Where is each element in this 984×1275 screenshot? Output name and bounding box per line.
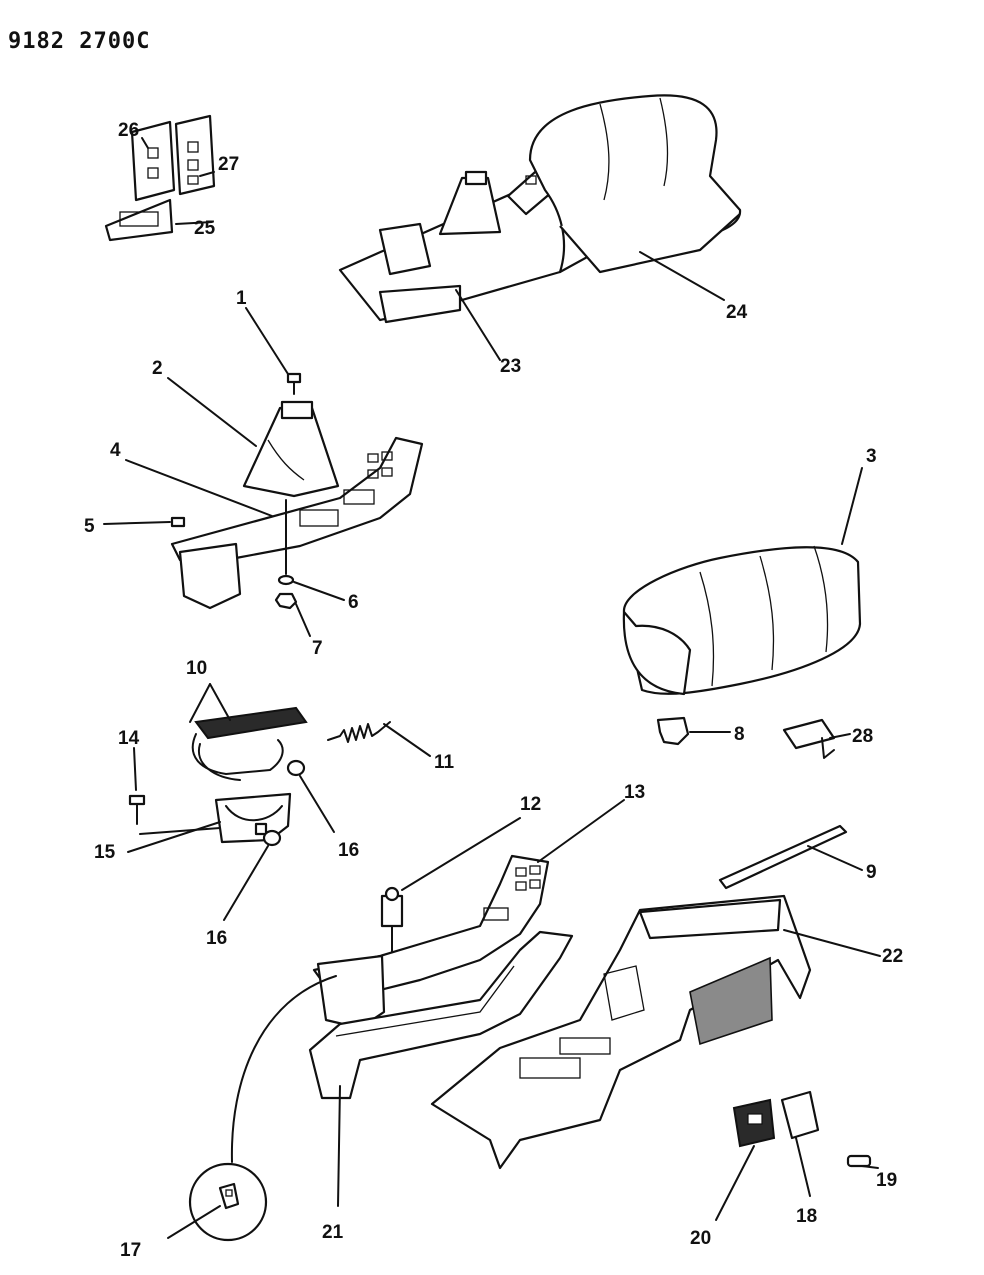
callout-8: 8 (734, 724, 745, 745)
console-rear-body (559, 213, 741, 274)
callout-13: 13 (624, 782, 645, 803)
callout-25: 25 (194, 218, 216, 239)
console-body-group: 22 (430, 894, 903, 1170)
callout-26: 26 (118, 120, 139, 141)
callout-17: 17 (120, 1240, 141, 1261)
armrest-group: 3 8 28 (622, 446, 877, 759)
trim-strip-group: 9 (718, 824, 877, 890)
switch-plate-right (174, 114, 216, 196)
callout-18: 18 (796, 1206, 817, 1227)
bezel-plate (104, 198, 174, 242)
callout-11: 11 (434, 752, 455, 773)
shift-boot (242, 406, 340, 498)
switch-plates-group: 26 27 25 (104, 114, 239, 242)
detail-inset: 17 (120, 975, 337, 1261)
callout-12: 12 (520, 794, 541, 815)
callout-3: 3 (866, 446, 877, 467)
console-frame (308, 930, 574, 1100)
callout-9: 9 (866, 862, 877, 883)
trim-strip (718, 824, 848, 890)
callout-20: 20 (690, 1228, 711, 1249)
callout-16b: 16 (206, 928, 227, 949)
callout-23: 23 (500, 356, 521, 377)
callout-10: 10 (186, 658, 207, 679)
console-cupholder (378, 222, 432, 276)
callout-7: 7 (312, 638, 323, 659)
callout-5: 5 (84, 516, 95, 537)
switch-plate-left (130, 120, 176, 202)
callout-1: 1 (236, 288, 247, 309)
callout-22: 22 (882, 946, 903, 967)
storage-lid (194, 706, 308, 740)
callout-6: 6 (348, 592, 359, 613)
document-id: 9182 2700C (8, 29, 150, 54)
console-front-body (378, 284, 462, 324)
callout-27: 27 (218, 154, 239, 175)
ashtray-lid (780, 1090, 820, 1140)
latch-group: 10 11 14 15 16 16 (94, 658, 455, 949)
callout-16a: 16 (338, 840, 359, 861)
console-assembly: 23 24 (338, 94, 748, 377)
callout-14: 14 (118, 728, 140, 749)
small-parts-group: 20 18 19 (690, 1090, 897, 1249)
callout-24: 24 (726, 302, 748, 323)
bracket-part (782, 718, 836, 750)
callout-19: 19 (876, 1170, 897, 1191)
callout-15: 15 (94, 842, 116, 863)
callout-28: 28 (852, 726, 873, 747)
console-bezel-cup (178, 542, 242, 610)
callout-4: 4 (110, 440, 121, 461)
callout-2: 2 (152, 358, 163, 379)
bulb-part (846, 1154, 872, 1168)
bezel-assembly: 1 2 4 5 6 7 (84, 288, 424, 659)
console-shift-boot (438, 176, 502, 236)
lower-console-group: 12 13 21 (308, 782, 645, 1243)
clip-part (656, 716, 690, 746)
callout-21: 21 (322, 1222, 344, 1243)
